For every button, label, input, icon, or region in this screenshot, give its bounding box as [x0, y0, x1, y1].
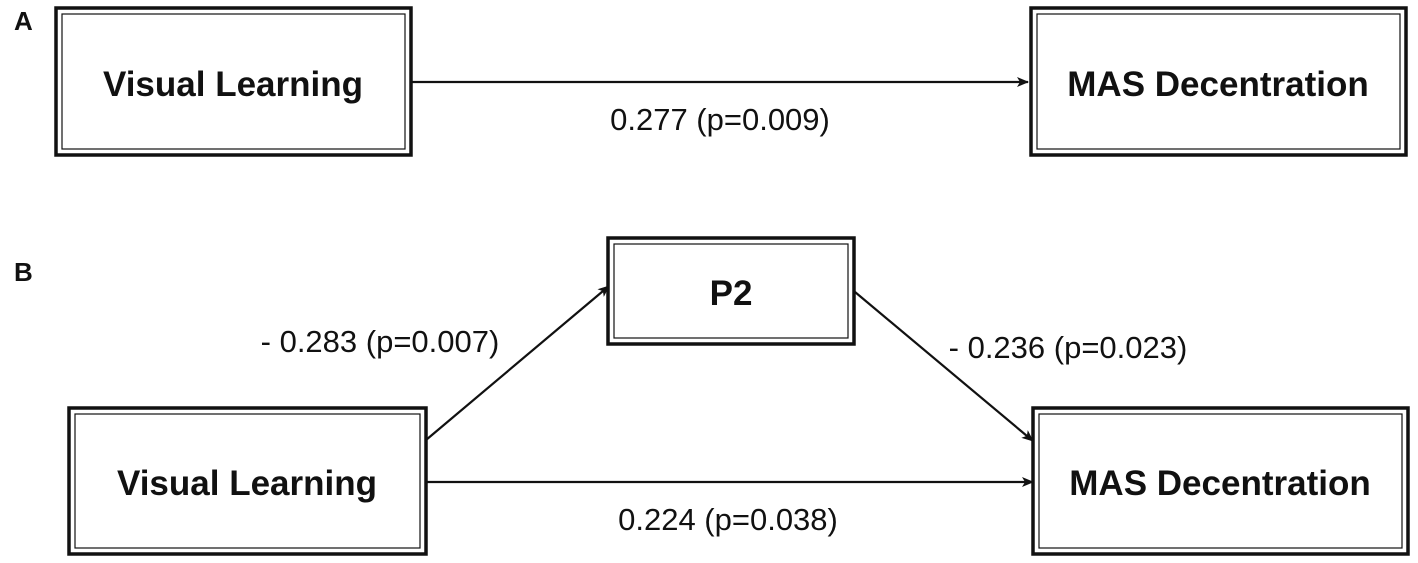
- panel-b-b-path-arrow: [854, 291, 1034, 442]
- panel-a: A 0.277 (p=0.009) Visual Learning MAS De…: [14, 6, 1408, 157]
- panel-b-node-visual-learning: Visual Learning: [67, 406, 428, 556]
- panel-a-node-visual-learning: Visual Learning: [54, 6, 413, 157]
- panel-a-node-mas-decentration-label: MAS Decentration: [1067, 65, 1368, 104]
- panel-b-node-visual-learning-label: Visual Learning: [117, 464, 377, 503]
- panel-a-node-visual-learning-label: Visual Learning: [103, 65, 363, 104]
- panel-a-label: A: [14, 6, 33, 36]
- panel-b-node-mas-decentration-label: MAS Decentration: [1069, 464, 1370, 503]
- panel-a-direct-coefficient: 0.277 (p=0.009): [610, 102, 830, 137]
- panel-b-direct-coefficient: 0.224 (p=0.038): [618, 502, 838, 537]
- panel-b-a-path-coefficient: - 0.283 (p=0.007): [261, 324, 500, 359]
- panel-b-node-mas-decentration: MAS Decentration: [1031, 406, 1410, 556]
- panel-b-label: B: [14, 257, 33, 287]
- panel-b-a-path-arrow: [425, 285, 610, 441]
- panel-b: B - 0.283 (p=0.007) - 0.236 (p=0.023) 0.…: [14, 236, 1410, 556]
- panel-a-node-mas-decentration: MAS Decentration: [1029, 6, 1408, 157]
- panel-b-node-p2: P2: [606, 236, 856, 346]
- panel-b-node-p2-label: P2: [710, 274, 753, 313]
- panel-b-b-path-coefficient: - 0.236 (p=0.023): [949, 330, 1188, 365]
